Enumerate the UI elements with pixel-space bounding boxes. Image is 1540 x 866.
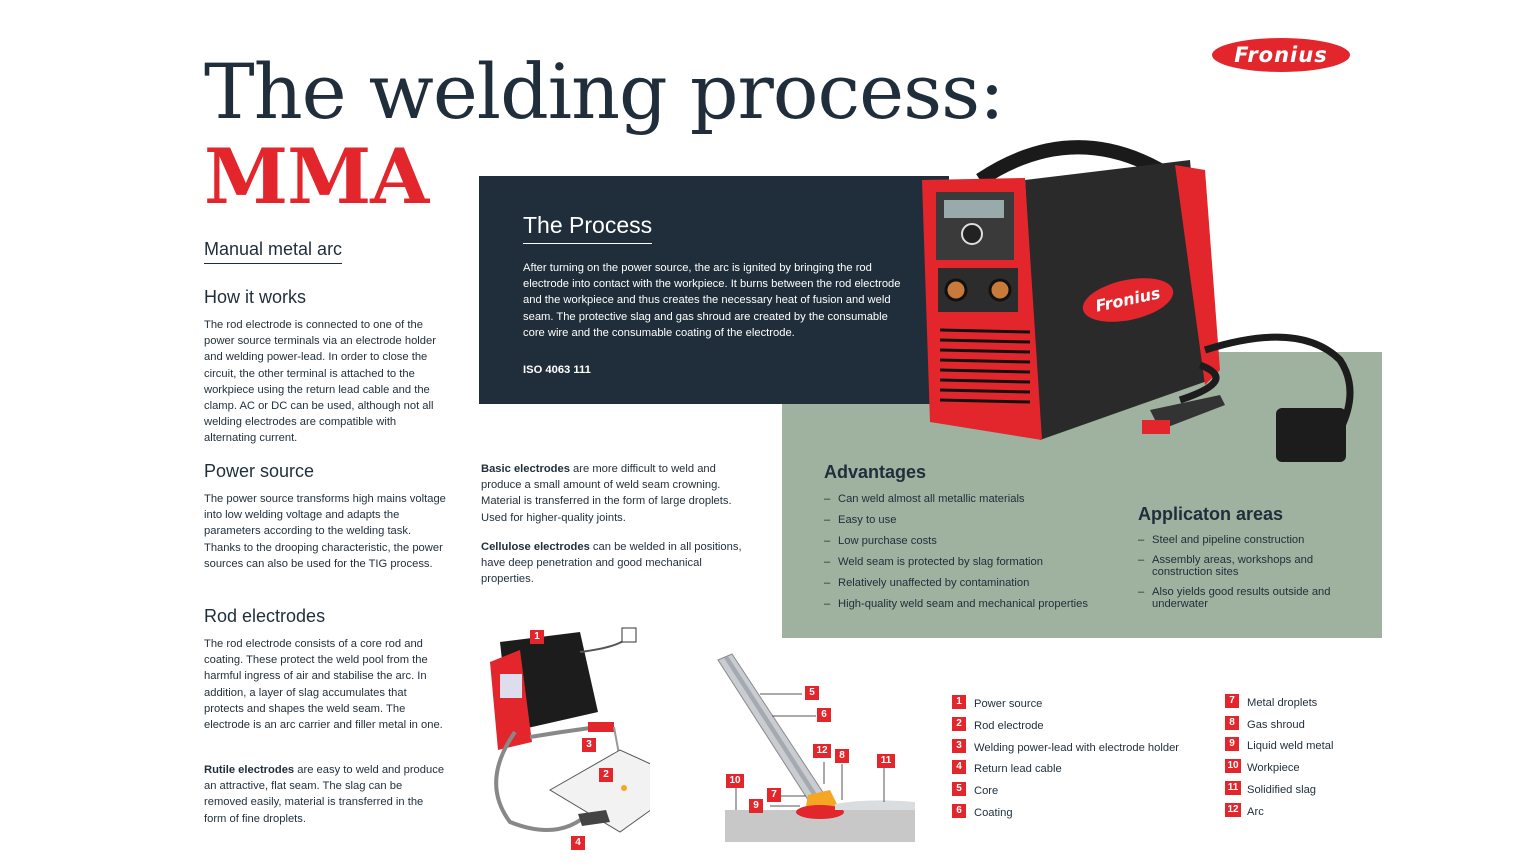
diagram-badge-2: 2 [599,768,613,782]
diagram-badge-9: 9 [749,799,763,813]
advantage-item: High-quality weld seam and mechanical pr… [824,598,1124,610]
diagram-badge-8: 8 [835,749,849,763]
machine-strap [976,140,1164,186]
solidified-slag-layer [835,800,915,810]
diagram-badge-5: 5 [805,686,819,700]
earth-clamp-small [578,810,610,826]
legend-number: 12 [1225,803,1241,817]
legend-label: Workpiece [1247,762,1300,774]
cellulose-paragraph: Cellulose electrodes can be welded in al… [481,539,743,588]
machine-socket [988,278,1012,302]
applications-list: Steel and pipeline construction Assembly… [1138,534,1358,610]
legend-label: Solidified slag [1247,784,1317,796]
diagram-badge-4: 4 [571,836,585,850]
process-heading: The Process [523,212,653,244]
process-text: After turning on the power source, the a… [523,262,901,339]
weld-section-diagram [717,653,915,842]
legend-number: 8 [1225,716,1239,730]
legend-label: Return lead cable [974,763,1062,775]
arc-point [621,785,627,791]
weld-pool [796,805,844,819]
legend-number: 5 [952,782,966,796]
diagram-badge-3: 3 [582,738,596,752]
return-cable [494,730,592,832]
legend-label: Arc [1247,806,1264,818]
legend-number: 2 [952,717,966,731]
diagram-badge-12: 12 [813,744,831,758]
diagram-display [500,674,522,698]
advantage-item: Easy to use [824,514,1124,526]
page-title: The welding process: [204,47,1005,136]
application-item: Assembly areas, workshops and constructi… [1138,554,1328,578]
advantage-item: Weld seam is protected by slag formation [824,556,1124,568]
advantage-item: Relatively unaffected by contamination [824,577,1124,589]
welding-machine-image: Fronius [922,140,1354,462]
cable [1203,333,1354,432]
callout-lines [735,693,885,810]
setup-diagram [490,627,650,833]
legend-number: 3 [952,739,966,753]
section-title: Manual metal arc [204,239,343,264]
applications-heading: Applicaton areas [1138,504,1284,524]
legend-label: Rod electrode [974,720,1044,732]
machine-socket [944,278,968,302]
advantages-list: Can weld almost all metallic materials E… [824,493,1124,610]
electrode-holder [1276,408,1346,462]
power-heading: Power source [204,461,315,481]
machine-knob [961,223,983,245]
basic-paragraph: Basic electrodes are more difficult to w… [481,461,743,526]
mains-cable [579,636,629,653]
legend-number: 4 [952,760,966,774]
legend-label: Core [974,785,999,797]
cable [1178,361,1220,404]
legend-number: 10 [1225,759,1241,773]
page-subtitle: MMA [204,132,429,221]
rutile-bold: Rutile electrodes [204,764,295,776]
cellulose-bold: Cellulose electrodes [481,541,590,553]
cellulose-text: can be welded in all positions, have dee… [481,541,742,586]
machine-display [944,200,1004,218]
basic-text: are more difficult to weld and produce a… [481,463,732,524]
how-text: The rod electrode is connected to one of… [204,319,436,445]
legend-label: Welding power-lead with electrode holder [974,742,1180,754]
legend-label: Liquid weld metal [1247,740,1334,752]
diagram-badge-1: 1 [530,630,544,644]
legend-label: Gas shroud [1247,719,1305,731]
legend-number: 1 [952,695,966,709]
application-item: Steel and pipeline construction [1138,534,1358,546]
diagram-badge-7: 7 [767,788,781,802]
iso-code: ISO 4063 111 [523,364,591,376]
clamp-tip [1142,420,1170,434]
legend-number: 7 [1225,694,1239,708]
rod-text: The rod electrode consists of a core rod… [204,638,443,732]
rutile-paragraph: Rutile electrodes are easy to weld and p… [204,762,446,827]
electrode-holder-small [588,722,614,732]
legend-label: Metal droplets [1247,697,1318,709]
machine-side-trim [1175,165,1220,385]
mains-socket [621,627,637,643]
legend-number: 11 [1225,781,1241,795]
machine-logo-oval [1082,278,1174,322]
diagram-badge-6: 6 [817,708,831,722]
electrode-core [724,656,822,804]
legend-number: 6 [952,804,966,818]
machine-vents [939,328,1031,404]
application-item: Also yields good results outside and und… [1138,586,1358,610]
power-lead [529,726,591,739]
diagram-badge-10: 10 [726,774,744,788]
process-panel: The Process After turning on the power s… [479,176,949,404]
advantage-item: Low purchase costs [824,535,1124,547]
legend-label: Coating [974,807,1013,819]
how-heading: How it works [204,287,307,307]
power-text: The power source transforms high mains v… [204,493,446,570]
rutile-text: are easy to weld and produce an attracti… [204,764,445,825]
basic-bold: Basic electrodes [481,463,570,475]
diagram-badge-11: 11 [877,754,895,768]
advantages-heading: Advantages [824,462,927,482]
advantage-item: Can weld almost all metallic materials [824,493,1124,505]
rod-heading: Rod electrodes [204,606,326,626]
fronius-logo: Fronius [1212,38,1350,72]
legend-label: Power source [974,698,1043,710]
legend-number: 9 [1225,737,1239,751]
